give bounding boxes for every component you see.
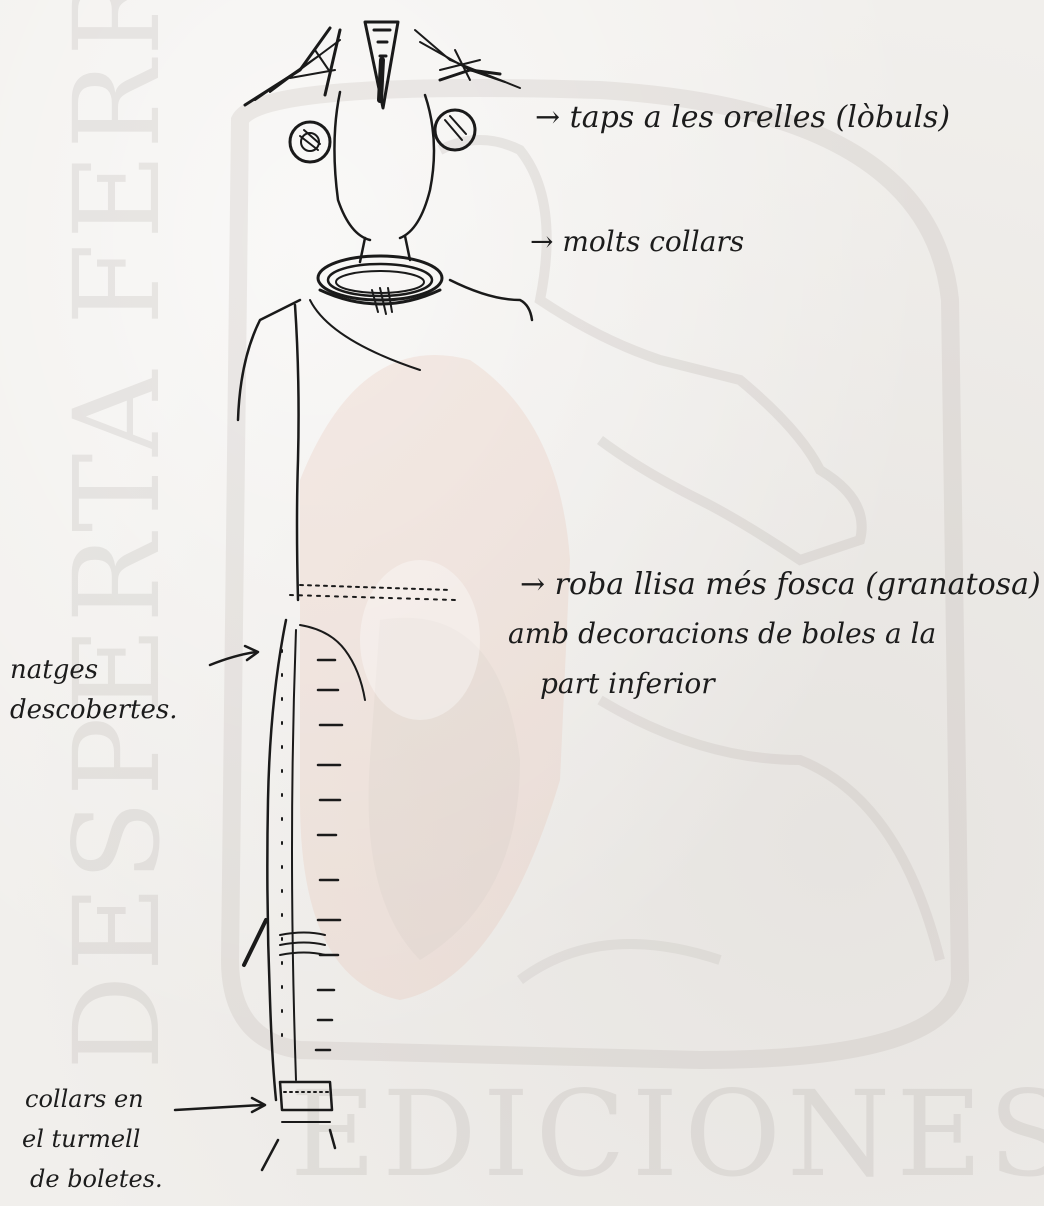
annotation-robe-line3: part inferior — [540, 667, 715, 700]
annotation-thighs-line1: natges — [10, 655, 98, 685]
robe-drawing — [238, 280, 532, 1100]
ankle-drawing — [262, 1082, 335, 1170]
annotation-robe-line2: amb decoracions de boles a la — [508, 617, 936, 650]
collars-drawing — [318, 236, 442, 314]
annotation-arrows — [175, 646, 265, 1112]
annotation-earlobes: → taps a les orelles (lòbuls) — [535, 100, 950, 135]
headdress-drawing — [245, 22, 520, 108]
annotation-ankle-line1: collars en — [25, 1085, 144, 1113]
head-drawing — [290, 92, 475, 240]
annotation-ankle-line3: de boletes. — [30, 1165, 163, 1193]
annotation-thighs-line2: descobertes. — [10, 695, 178, 725]
annotation-ankle-line2: el turmell — [22, 1125, 140, 1153]
annotation-collars: → molts collars — [530, 225, 744, 258]
annotation-robe-line1: → roba llisa més fosca (granatosa) — [520, 567, 1041, 602]
